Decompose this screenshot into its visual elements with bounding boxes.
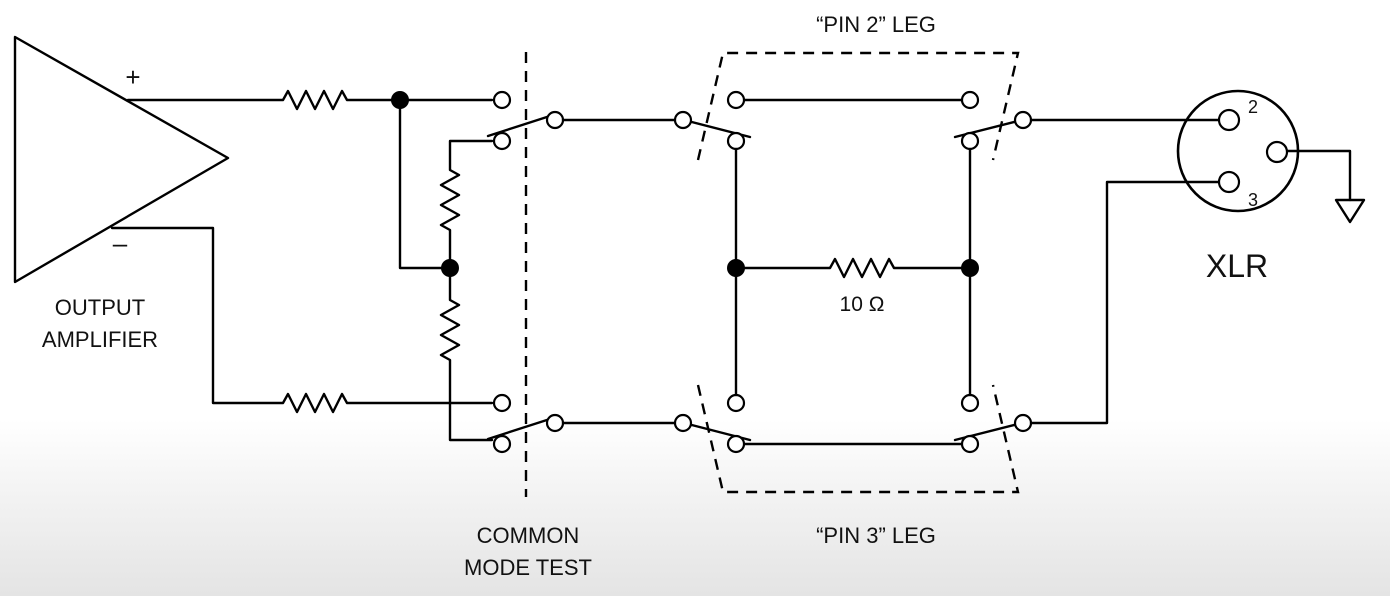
terminal (960, 90, 980, 110)
terminal (492, 90, 512, 110)
terminal (545, 413, 565, 433)
common-mode-label-line2: MODE TEST (464, 555, 592, 580)
amplifier-triangle (13, 35, 230, 284)
positive-output-path (126, 89, 494, 270)
positive-series-resistor (126, 89, 494, 111)
xlr-connector: 2 3 XLR (1029, 89, 1366, 425)
minus-sign: – (113, 228, 128, 258)
terminal (960, 434, 980, 454)
terminal (1013, 110, 1033, 130)
terminal (492, 434, 512, 454)
terminal (726, 90, 746, 110)
terminal (492, 393, 512, 413)
cm-lower-switch-blade (486, 417, 552, 441)
common-mode-test-switch-bank: COMMON MODE TEST (464, 52, 592, 580)
plus-sign: + (125, 62, 140, 92)
ten-ohm-resistor (734, 257, 972, 279)
terminal (960, 393, 980, 413)
output-amplifier: + – OUTPUT AMPLIFIER (13, 35, 230, 352)
pin2-leg-label: “PIN 2” LEG (816, 12, 936, 37)
pin3-leg-switches: “PIN 3” LEG (673, 384, 1033, 548)
resistor-value-label: 10 Ω (840, 293, 885, 316)
ground-icon (1334, 198, 1366, 224)
terminal (545, 110, 565, 130)
negative-output-path (110, 226, 494, 414)
left-load-junction-dot (727, 259, 745, 277)
xlr-pin2 (1217, 108, 1241, 132)
xlr-pin2-number: 2 (1248, 97, 1258, 117)
xlr-pin1 (1265, 140, 1289, 164)
terminal (492, 131, 512, 151)
pin2-leg-switches: “PIN 2” LEG (673, 12, 1033, 161)
terminal (673, 413, 693, 433)
positive-junction-dot (391, 91, 409, 109)
center-tap-divider (439, 139, 494, 442)
terminal (960, 131, 980, 151)
amplifier-label-line2: AMPLIFIER (42, 327, 158, 352)
pin3-leg-label: “PIN 3” LEG (816, 523, 936, 548)
load-network: 10 Ω (727, 147, 979, 397)
common-mode-label-line1: COMMON (477, 523, 580, 548)
pin2-switch-gang-line (696, 51, 1020, 161)
upper-divider-resistor (439, 139, 494, 270)
pin3-switch-gang-line (696, 384, 1020, 494)
center-tap-junction-dot (441, 259, 459, 277)
xlr-title: XLR (1206, 248, 1268, 284)
xlr-pin3 (1217, 170, 1241, 194)
negative-series-resistor (110, 226, 494, 414)
xlr-pin3-number: 3 (1248, 190, 1258, 210)
right-load-junction-dot (961, 259, 979, 277)
terminal (726, 434, 746, 454)
cm-upper-switch-blade (486, 114, 552, 138)
terminal (726, 131, 746, 151)
terminal (1013, 413, 1033, 433)
pin3-output-wire (1029, 180, 1221, 425)
ground-wire (1285, 149, 1352, 202)
lower-divider-resistor (439, 266, 494, 442)
amplifier-label-line1: OUTPUT (55, 295, 145, 320)
positive-node-wire (398, 98, 452, 270)
terminal (673, 110, 693, 130)
terminal (726, 393, 746, 413)
